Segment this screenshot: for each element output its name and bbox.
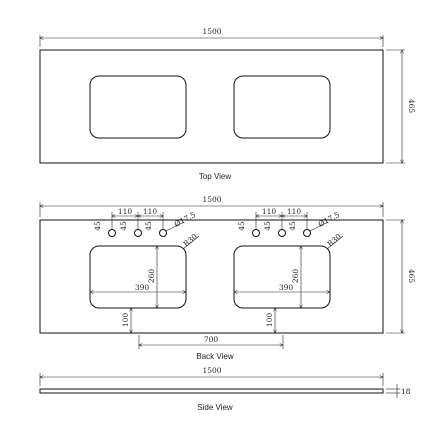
tap-spacing-dim: 110 [262,207,277,216]
tap-hole-leader [309,221,329,232]
basin-depth-dim: 260 [147,269,156,284]
side-view-label: Side View [197,403,233,412]
top-view: 1500 465 Top View [39,27,416,181]
tap-hole-leader [165,221,185,232]
side-view-thickness-dim: 18 [401,387,411,396]
basin-width-dim: 390 [135,283,150,292]
side-view: 1500 18 Side View [39,366,411,412]
tap-spacing-dim: 110 [287,207,302,216]
side-view-slab [39,388,384,394]
tap-hole [134,229,142,237]
corner-radius-leader [326,235,344,250]
centre-spacing-dim: 700 [204,335,219,344]
front-offset-dim: 100 [121,313,130,328]
top-view-label: Top View [199,172,232,181]
back-view: 1500 465 110 110 45 45 45 Ø17. [39,195,416,361]
top-view-depth-dim: 465 [407,99,416,114]
tap-hole-diameter: Ø17.5 [173,210,198,229]
top-view-slab [39,49,384,164]
back-view-label: Back View [196,352,233,361]
side-view-width-dim: 1500 [202,366,221,375]
hole-offset-dim: 45 [237,221,246,231]
tap-hole [252,229,260,237]
top-view-basin-left [89,75,187,139]
tap-hole [278,229,286,237]
corner-radius: R30 [326,232,344,249]
back-view-basin [89,245,187,309]
tap-hole-diameter: Ø17.5 [317,210,342,229]
top-view-width-dim: 1500 [202,27,221,36]
top-view-basin-right [233,75,331,139]
tap-hole [303,229,311,237]
back-view-slab [39,219,384,334]
tap-spacing-dim: 110 [118,207,133,216]
back-view-basin [233,245,331,309]
corner-radius: R30 [182,232,200,249]
hole-offset-dim: 45 [93,221,102,231]
basin-width-dim: 390 [279,283,294,292]
hole-offset-dim: 45 [144,221,153,231]
tap-spacing-dim: 110 [143,207,158,216]
back-view-basin-group-left: 110 110 45 45 45 Ø17.5 R30 390 260 100 [89,207,200,333]
hole-offset-dim: 45 [288,221,297,231]
basin-depth-dim: 260 [291,269,300,284]
tap-hole [159,229,167,237]
back-view-width-dim: 1500 [202,195,221,204]
back-view-basin-group-right: 110 110 45 45 45 Ø17.5 R30 390 260 100 [233,207,344,333]
back-view-depth-dim: 465 [407,269,416,284]
hole-offset-dim: 45 [263,221,272,231]
corner-radius-leader [182,235,200,250]
tap-hole [108,229,116,237]
hole-offset-dim: 45 [119,221,128,231]
front-offset-dim: 100 [265,313,274,328]
